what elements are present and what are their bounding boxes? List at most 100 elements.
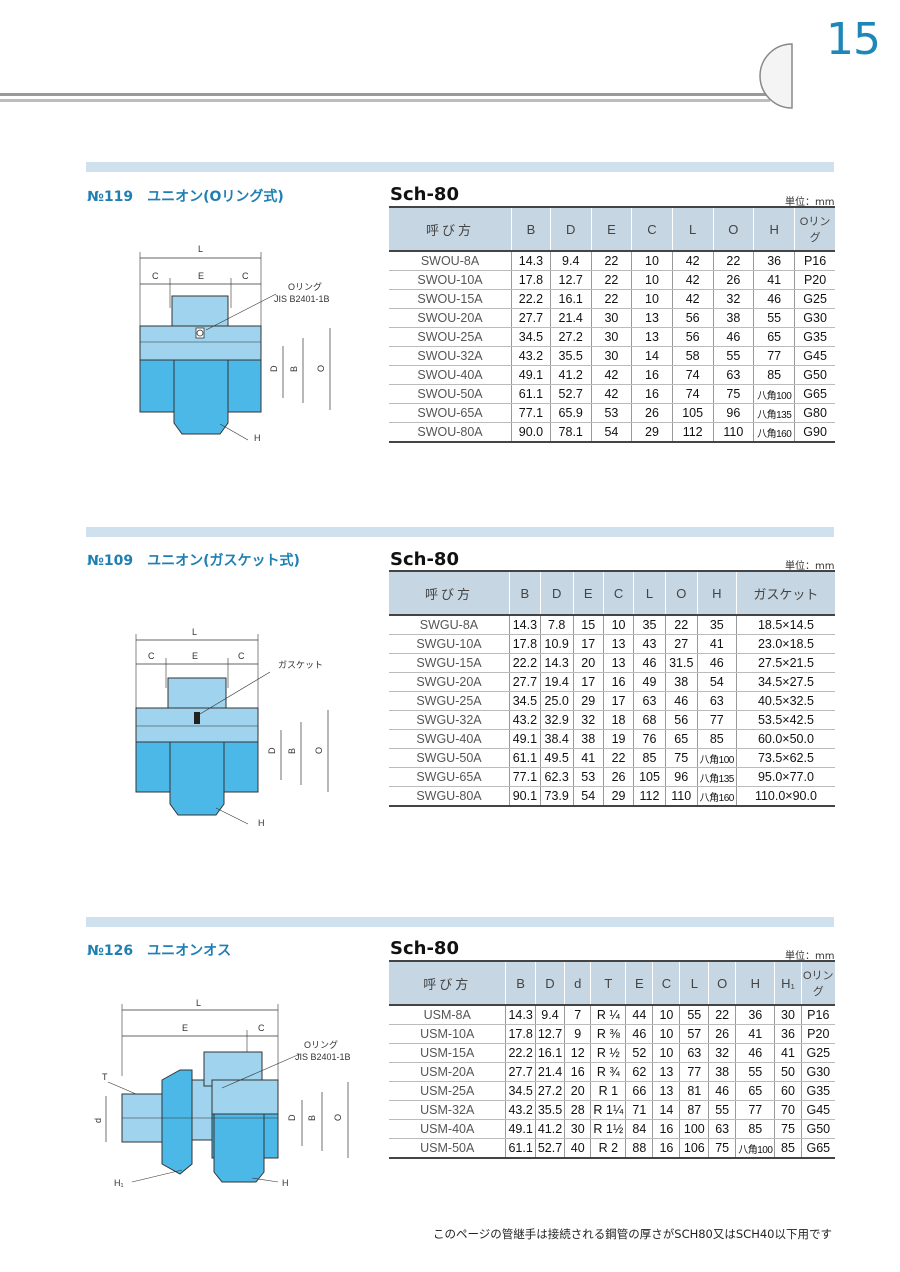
value-cell: 22.2 <box>508 653 541 673</box>
model-cell: SWOU-25A <box>389 327 512 347</box>
value-cell: 17.8 <box>511 270 551 290</box>
model-cell: SWGU-32A <box>389 710 510 730</box>
value-cell: 85 <box>696 729 737 749</box>
model-cell: SWGU-10A <box>389 634 510 654</box>
schedule-label-119: Sch-80 <box>390 184 459 205</box>
model-cell: SWOU-80A <box>389 422 512 443</box>
value-cell: 95.0×77.0 <box>735 767 835 787</box>
value-cell: 22 <box>590 251 632 271</box>
value-cell: 46 <box>625 1024 653 1044</box>
value-cell: P16 <box>794 251 835 271</box>
value-cell: 81 <box>679 1081 709 1101</box>
value-cell: 10 <box>652 1043 680 1063</box>
dim-E: E <box>198 271 204 281</box>
col-header: D <box>539 570 574 616</box>
value-cell: 13 <box>631 308 673 328</box>
value-cell: 35 <box>633 615 666 635</box>
value-cell: G50 <box>800 1119 835 1139</box>
value-cell: 77 <box>696 710 737 730</box>
dim-D: D <box>287 1114 297 1121</box>
model-cell: SWOU-32A <box>389 346 512 366</box>
value-cell: 50 <box>774 1062 802 1082</box>
model-cell: SWGU-25A <box>389 691 510 711</box>
col-header: H₁ <box>774 960 802 1006</box>
header-rule-light <box>0 99 770 102</box>
union-male-diagram: L E C Oリング JIS B2401-1B T d D B O H₁ H <box>93 998 351 1188</box>
model-cell: USM-25A <box>389 1081 506 1101</box>
value-cell: 78.1 <box>549 422 592 443</box>
value-cell: 9 <box>564 1024 591 1044</box>
model-cell: USM-20A <box>389 1062 506 1082</box>
value-cell: 49 <box>633 672 666 692</box>
dim-H: H <box>258 818 265 828</box>
value-cell: 112 <box>633 786 666 807</box>
value-cell: 34.5×27.5 <box>735 672 835 692</box>
value-cell: 16.1 <box>549 289 592 309</box>
model-cell: SWGU-40A <box>389 729 510 749</box>
value-cell: 18.5×14.5 <box>735 615 835 635</box>
value-cell: 八角135 <box>696 767 737 787</box>
callout-oring: Oリング <box>304 1039 338 1050</box>
value-cell: 13 <box>602 634 634 654</box>
value-cell: 74 <box>671 384 714 404</box>
value-cell: 56 <box>671 308 714 328</box>
value-cell: 八角160 <box>753 422 795 443</box>
callout-jis: JIS B2401-1B <box>274 294 330 304</box>
value-cell: 30 <box>590 308 632 328</box>
col-header: B <box>511 206 551 252</box>
model-cell: USM-10A <box>389 1024 506 1044</box>
dim-H: H <box>254 433 261 443</box>
value-cell: 56 <box>664 710 698 730</box>
model-cell: SWOU-65A <box>389 403 512 423</box>
value-cell: 60.0×50.0 <box>735 729 835 749</box>
value-cell: 19 <box>602 729 634 749</box>
dim-O: O <box>333 1114 343 1121</box>
value-cell: 46 <box>633 653 666 673</box>
value-cell: 41 <box>696 634 737 654</box>
value-cell: 31.5 <box>664 653 698 673</box>
value-cell: 16 <box>631 365 673 385</box>
value-cell: 18 <box>602 710 634 730</box>
dim-D: D <box>267 747 277 754</box>
value-cell: 38 <box>572 729 604 749</box>
value-cell: 57 <box>679 1024 709 1044</box>
value-cell: 27.2 <box>549 327 592 347</box>
value-cell: 14 <box>631 346 673 366</box>
value-cell: 65 <box>735 1081 775 1101</box>
model-cell: SWOU-10A <box>389 270 512 290</box>
value-cell: 27 <box>664 634 698 654</box>
value-cell: 36 <box>735 1005 775 1025</box>
model-cell: SWGU-15A <box>389 653 510 673</box>
dim-D: D <box>269 365 279 372</box>
col-header: E <box>625 960 653 1006</box>
value-cell: 13 <box>631 327 673 347</box>
value-cell: 16 <box>602 672 634 692</box>
value-cell: 42 <box>671 251 714 271</box>
value-cell: 22 <box>712 251 754 271</box>
value-cell: 73.9 <box>539 786 574 807</box>
col-header: ガスケット <box>735 570 835 616</box>
value-cell: 14.3 <box>511 251 551 271</box>
value-cell: 35 <box>696 615 737 635</box>
col-header: Oリング <box>794 206 835 252</box>
value-cell: 63 <box>679 1043 709 1063</box>
value-cell: 63 <box>633 691 666 711</box>
value-cell: 17.8 <box>505 1024 536 1044</box>
value-cell: 八角160 <box>696 786 737 807</box>
value-cell: 62.3 <box>539 767 574 787</box>
dim-L: L <box>196 998 201 1008</box>
col-header: O <box>712 206 754 252</box>
value-cell: R 1 <box>590 1081 626 1101</box>
footer-note: このページの管継手は接続される鋼管の厚さがSCH80又はSCH40以下用です <box>433 1227 832 1241</box>
model-cell: SWOU-40A <box>389 365 512 385</box>
value-cell: 29 <box>602 786 634 807</box>
value-cell: 55 <box>712 346 754 366</box>
model-cell: SWOU-50A <box>389 384 512 404</box>
